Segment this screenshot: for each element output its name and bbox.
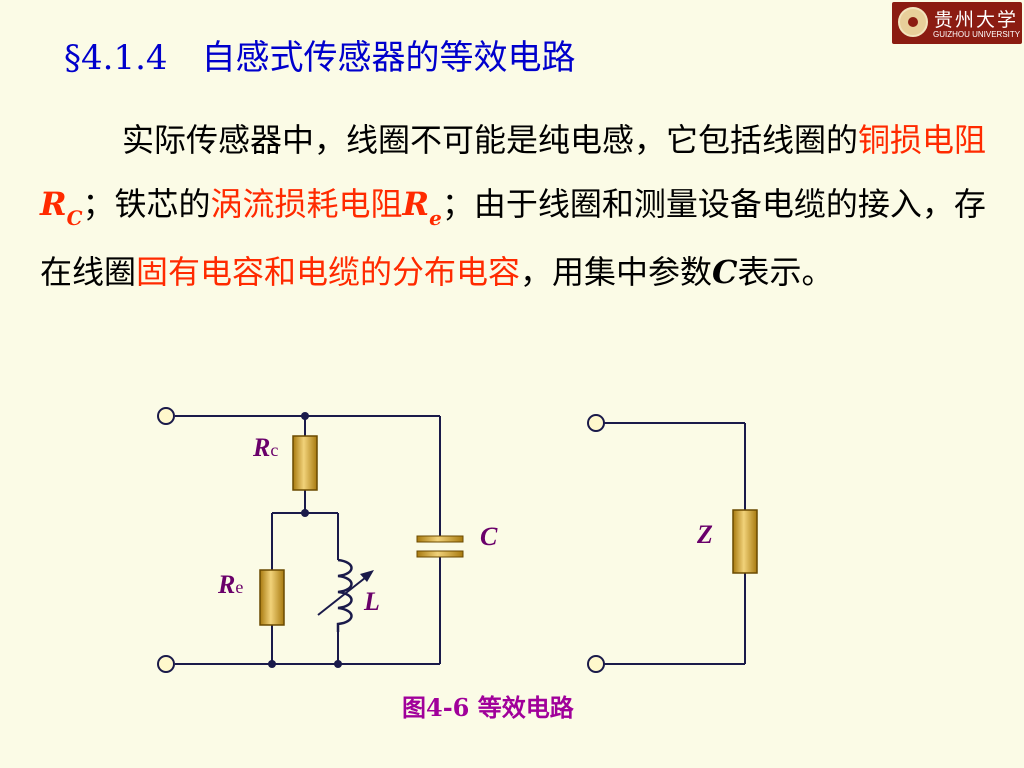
symbol-r: R	[40, 185, 67, 223]
circuit-wires	[175, 415, 746, 665]
highlight-capacitance: 固有电容和电缆的分布电容	[136, 253, 521, 291]
label-z: Z	[697, 520, 713, 549]
highlight-copper-loss: 铜损电阻	[858, 121, 987, 159]
symbol-r-2: R	[402, 185, 430, 223]
terminal-bottom-right	[587, 655, 605, 673]
terminal-bottom-left	[157, 655, 175, 673]
label-c: C	[480, 522, 498, 551]
re-resistor	[259, 569, 285, 626]
body-paragraph: 实际传感器中，线圈不可能是纯电感，它包括线圈的铜损电阻RC；铁芯的涡流损耗电阻R…	[40, 108, 1000, 304]
terminals	[157, 407, 605, 673]
rc-resistor	[292, 435, 318, 491]
symbol-e-subscript: e	[429, 206, 442, 230]
terminal-top-left	[157, 407, 175, 425]
para-text-5: 表示。	[737, 253, 834, 291]
symbol-c: C	[712, 253, 738, 291]
page-title: §4.1.4 自感式传感器的等效电路	[64, 38, 576, 78]
para-text-1: 实际传感器中，线圈不可能是纯电感，它包括线圈的	[122, 121, 859, 159]
symbol-c-subscript: C	[66, 206, 83, 230]
logo-chinese-text: 贵州大学	[934, 9, 1019, 31]
inductor-coil	[317, 558, 374, 632]
terminal-top-right	[587, 414, 605, 432]
highlight-eddy-loss: 涡流损耗电阻	[210, 185, 403, 223]
label-l: L	[364, 587, 380, 616]
logo-english-text: GUIZHOU UNIVERSITY	[933, 30, 1021, 39]
university-seal-icon	[898, 7, 928, 37]
z-impedance	[732, 509, 758, 574]
para-text-2: ；铁芯的	[82, 185, 211, 223]
para-text-3: ；由于线圈和测量设备电缆的接入，存在线圈	[40, 185, 986, 291]
university-logo: 贵州大学 GUIZHOU UNIVERSITY	[892, 2, 1022, 44]
label-rc: Rc	[253, 433, 279, 462]
junction-dots	[268, 412, 342, 668]
label-re: Re	[218, 570, 244, 599]
capacitor-symbol	[416, 535, 464, 558]
figure-caption: 图4-6 等效电路	[402, 693, 574, 722]
para-text-4: ，用集中参数	[520, 253, 713, 291]
